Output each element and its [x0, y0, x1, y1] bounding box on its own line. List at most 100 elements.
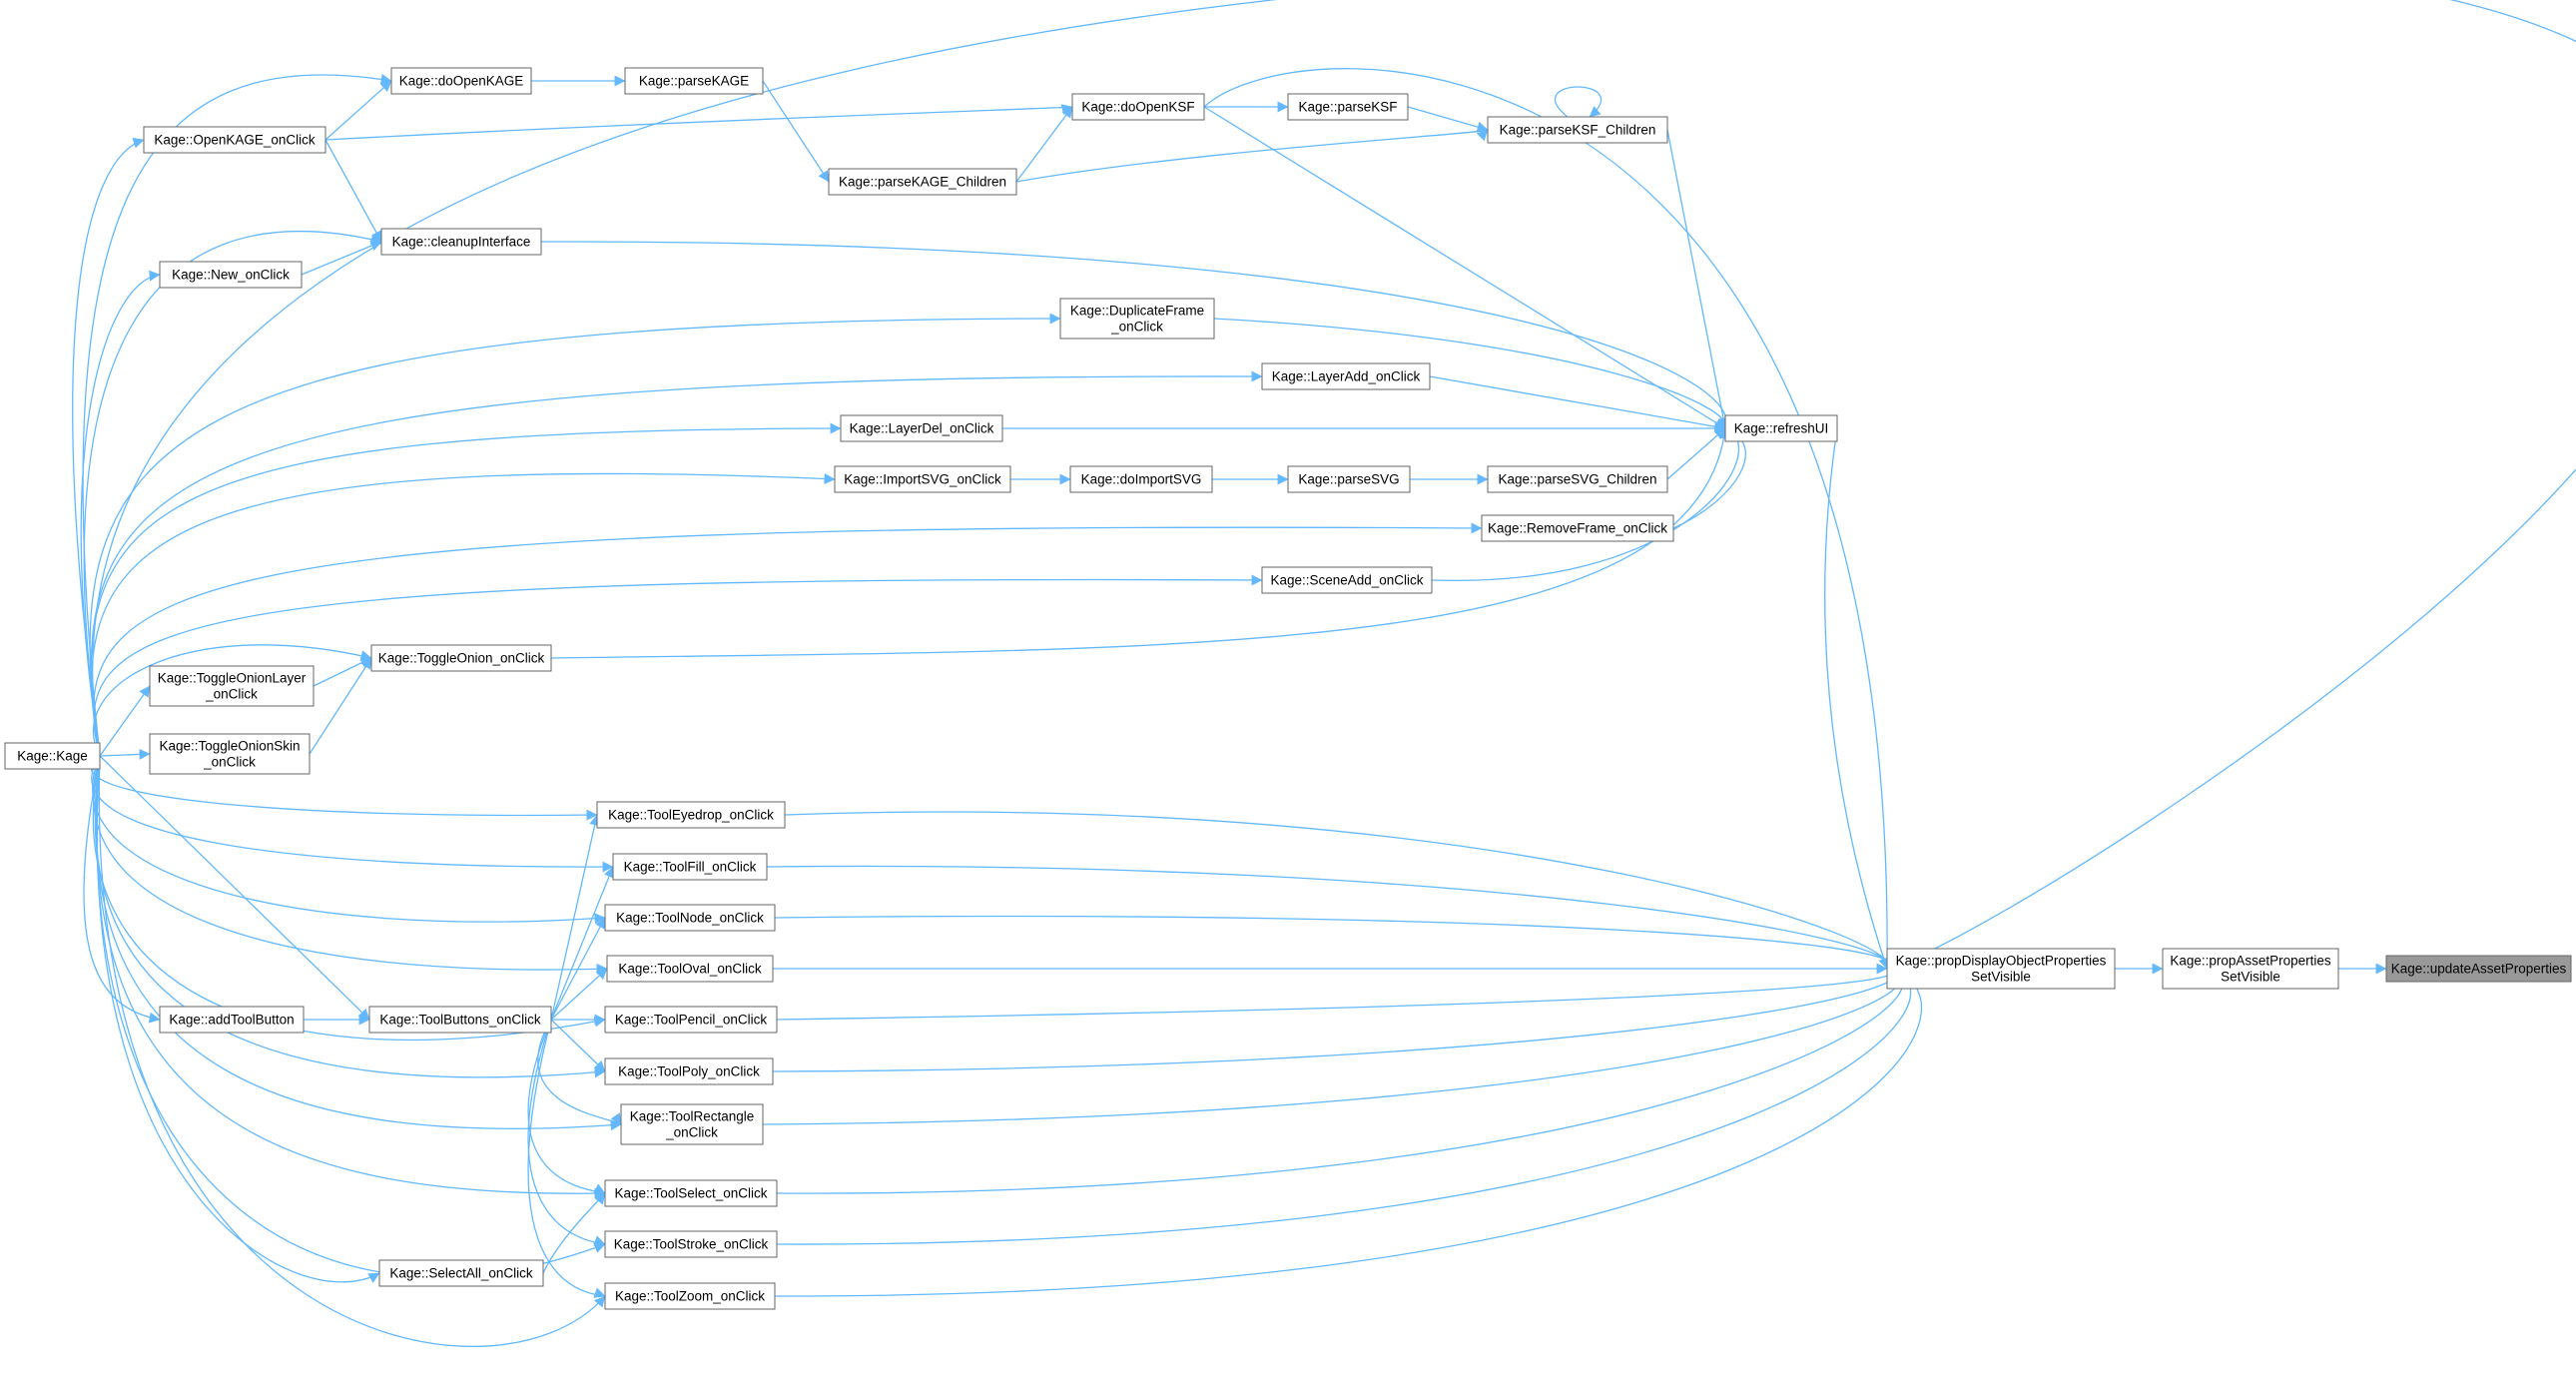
- node-ToolFill[interactable]: Kage::ToolFill_onClick: [612, 853, 768, 881]
- node-box: [612, 853, 768, 881]
- node-label: _onClick: [1110, 320, 1163, 335]
- node-box: [1069, 465, 1213, 493]
- node-ToolPencil[interactable]: Kage::ToolPencil_onClick: [604, 1006, 778, 1034]
- node-doOpenKAGE[interactable]: Kage::doOpenKAGE: [390, 67, 532, 95]
- edge-kage-to-RemoveFrame: [93, 522, 1483, 757]
- edge-parseSVGChildren-to-refreshUI: [1666, 427, 1726, 480]
- node-addToolButton[interactable]: Kage::addToolButton: [159, 1006, 305, 1034]
- node-box: [1487, 465, 1668, 493]
- node-ToggleOnionSkin[interactable]: Kage::ToggleOnionSkin_onClick: [149, 733, 311, 775]
- node-box: [620, 1103, 764, 1145]
- edge-parseKSF-to-parseKSFChildren: [1407, 106, 1489, 133]
- node-DuplicateFrame[interactable]: Kage::DuplicateFrame_onClick: [1059, 298, 1215, 340]
- node-ToolEyedrop[interactable]: Kage::ToolEyedrop_onClick: [596, 801, 786, 829]
- edge-ToolPoly-to-propDisplay: [772, 966, 1899, 1072]
- node-box: [159, 1006, 305, 1034]
- node-label: Kage::ToolPencil_onClick: [615, 1013, 768, 1028]
- node-label: Kage::parseKSF: [1298, 100, 1397, 115]
- edge-kage-to-NewOnClick: [80, 270, 161, 757]
- node-label: Kage::ToolStroke_onClick: [614, 1237, 769, 1252]
- node-label: Kage::ToggleOnion_onClick: [378, 651, 545, 666]
- node-label: Kage::DuplicateFrame: [1070, 304, 1204, 319]
- edge-doOpenKSF-to-refreshUI: [1203, 106, 1726, 429]
- node-label: Kage::parseKAGE_Children: [839, 175, 1006, 190]
- node-box: [604, 1057, 774, 1085]
- edge-parseKAGEChildren-to-doOpenKSF: [1015, 106, 1073, 183]
- node-parseSVG[interactable]: Kage::parseSVG: [1287, 465, 1411, 493]
- node-label: Kage::doOpenKAGE: [399, 74, 524, 89]
- node-parseSVGChildren[interactable]: Kage::parseSVG_Children: [1487, 465, 1668, 493]
- node-box: [604, 904, 776, 932]
- node-ToolSelect[interactable]: Kage::ToolSelect_onClick: [604, 1179, 778, 1207]
- node-label: Kage::ToolFill_onClick: [624, 860, 757, 875]
- node-OpenKAGE[interactable]: Kage::OpenKAGE_onClick: [143, 126, 326, 154]
- node-box: [1261, 566, 1433, 594]
- node-NewOnClick[interactable]: Kage::New_onClick: [159, 261, 303, 289]
- node-ToolRectangle[interactable]: Kage::ToolRectangle_onClick: [620, 1103, 764, 1145]
- node-label: Kage::ToolPoly_onClick: [618, 1064, 760, 1079]
- node-LayerAdd[interactable]: Kage::LayerAdd_onClick: [1261, 362, 1431, 390]
- edge-kage-to-propDisplay: [91, 0, 2576, 973]
- node-doOpenKSF[interactable]: Kage::doOpenKSF: [1071, 93, 1205, 121]
- node-updateAsset[interactable]: Kage::updateAssetProperties: [2385, 955, 2572, 983]
- node-box: [143, 126, 326, 154]
- node-parseKAGEChildren[interactable]: Kage::parseKAGE_Children: [828, 168, 1017, 196]
- node-box: [604, 1179, 778, 1207]
- node-ToolNode[interactable]: Kage::ToolNode_onClick: [604, 904, 776, 932]
- node-ToggleOnionLayer[interactable]: Kage::ToggleOnionLayer_onClick: [149, 665, 315, 707]
- edge-parseKSFChildren-to-refreshUI: [1666, 129, 1729, 429]
- node-box: [1287, 93, 1409, 121]
- node-box: [1724, 414, 1838, 442]
- node-ToggleOnion[interactable]: Kage::ToggleOnion_onClick: [370, 644, 552, 672]
- node-label: SetVisible: [1971, 970, 2031, 985]
- edge-refreshUI-to-propDisplay: [1824, 427, 1889, 970]
- edge-kage-to-SelectAll: [96, 755, 380, 1283]
- node-SceneAdd[interactable]: Kage::SceneAdd_onClick: [1261, 566, 1433, 594]
- node-ToolStroke[interactable]: Kage::ToolStroke_onClick: [604, 1230, 778, 1258]
- node-label: Kage::New_onClick: [172, 268, 290, 283]
- node-label: _onClick: [665, 1125, 718, 1140]
- node-parseKSF[interactable]: Kage::parseKSF: [1287, 93, 1409, 121]
- node-box: [149, 733, 311, 775]
- node-ToolPoly[interactable]: Kage::ToolPoly_onClick: [604, 1057, 774, 1085]
- edge-ToolButtons-to-ToolPoly: [550, 1019, 606, 1072]
- node-cleanupInterface[interactable]: Kage::cleanupInterface: [380, 228, 542, 256]
- node-label: Kage::OpenKAGE_onClick: [154, 133, 316, 148]
- node-ToolZoom[interactable]: Kage::ToolZoom_onClick: [604, 1282, 776, 1310]
- node-LayerDel[interactable]: Kage::LayerDel_onClick: [840, 414, 1003, 442]
- edge-kage-to-ToggleOnion: [93, 644, 372, 757]
- node-box: [596, 801, 786, 829]
- node-refreshUI[interactable]: Kage::refreshUI: [1724, 414, 1838, 442]
- edge-ToolButtons-to-ToolEyedrop: [550, 814, 601, 1021]
- node-parseKAGE[interactable]: Kage::parseKAGE: [624, 67, 764, 95]
- node-label: Kage::cleanupInterface: [392, 235, 531, 250]
- node-SelectAll[interactable]: Kage::SelectAll_onClick: [378, 1259, 544, 1287]
- node-label: Kage::ImportSVG_onClick: [844, 472, 1001, 487]
- node-box: [380, 228, 542, 256]
- node-box: [149, 665, 315, 707]
- node-label: Kage::refreshUI: [1734, 421, 1829, 436]
- node-ImportSVG[interactable]: Kage::ImportSVG_onClick: [834, 465, 1011, 493]
- edge-kage-to-ToolButtons: [99, 755, 370, 1021]
- edge-SelectAll-to-ToolSelect: [542, 1192, 606, 1274]
- node-label: _onClick: [203, 755, 256, 770]
- node-box: [624, 67, 764, 95]
- edge-kage-to-ToolPencil: [92, 755, 606, 1042]
- node-RemoveFrame[interactable]: Kage::RemoveFrame_onClick: [1481, 514, 1674, 542]
- edge-ToolStroke-to-propDisplay: [776, 965, 1912, 1245]
- edge-kage-to-SceneAdd: [93, 574, 1263, 757]
- edge-kage-to-DuplicateFrame: [89, 313, 1061, 757]
- node-doImportSVG[interactable]: Kage::doImportSVG: [1069, 465, 1213, 493]
- node-ToolButtons[interactable]: Kage::ToolButtons_onClick: [368, 1006, 552, 1034]
- node-box: [1886, 948, 2116, 990]
- node-kage[interactable]: Kage::Kage: [4, 742, 101, 770]
- node-label: SetVisible: [2221, 970, 2280, 985]
- edge-kage-to-ToolZoom: [98, 755, 606, 1348]
- node-parseKSFChildren[interactable]: Kage::parseKSF_Children: [1487, 116, 1668, 144]
- node-ToolOval[interactable]: Kage::ToolOval_onClick: [606, 955, 774, 983]
- node-box: [1287, 465, 1411, 493]
- node-label: Kage::Kage: [17, 749, 88, 764]
- node-propDisplay[interactable]: Kage::propDisplayObjectPropertiesSetVisi…: [1886, 948, 2116, 990]
- node-box: [604, 1006, 778, 1034]
